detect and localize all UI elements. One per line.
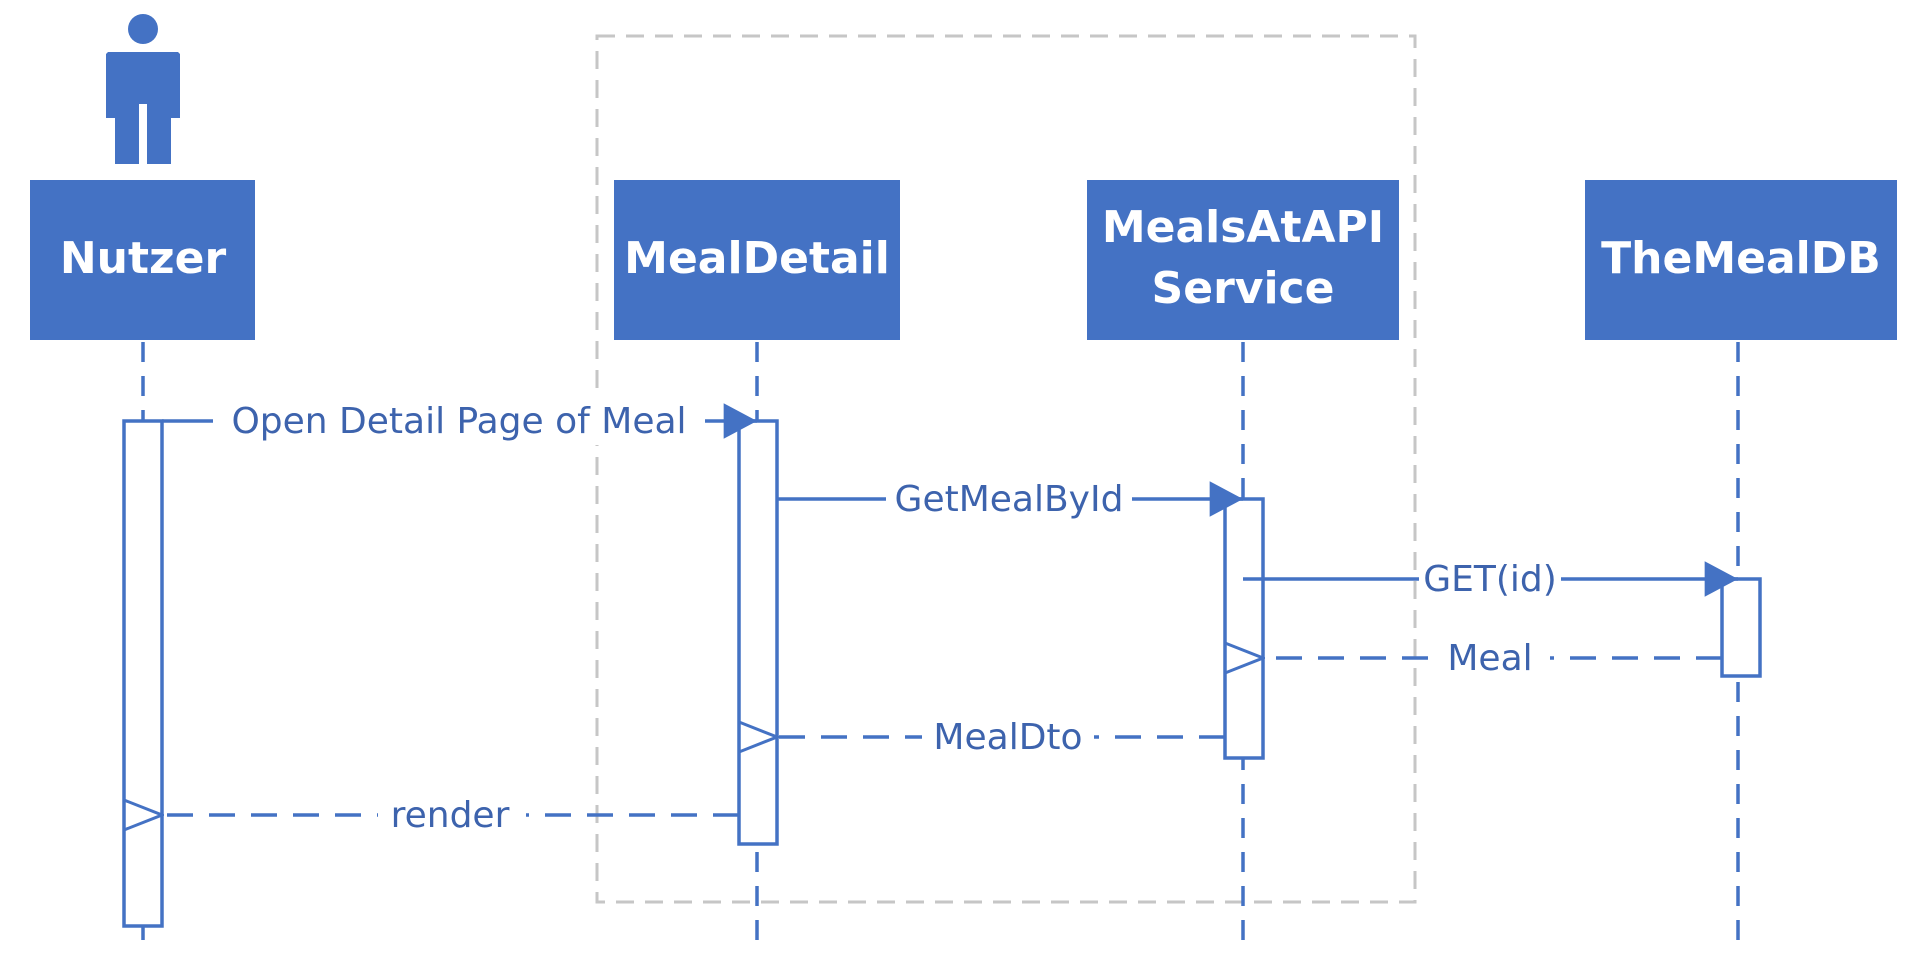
grouping-frame [595,34,1417,904]
label-backdrop [1419,553,1561,603]
message-label-open-detail: Open Detail Page of Meal [231,401,686,442]
label-backdrop [378,790,526,840]
label-backdrop [886,474,1132,524]
person-icon [106,14,180,164]
participant-label-nutzer: Nutzer [60,233,227,284]
message-label-meal-dto: MealDto [933,717,1082,758]
participant-box-nutzer [30,180,255,340]
participant-themealdb: TheMealDB [1585,180,1897,340]
message-render: render [162,790,739,840]
activation-nutzer [122,419,164,928]
activation-mealsatapi-service [1223,497,1265,760]
message-meal-dto: MealDto [777,712,1225,762]
message-label-get-id: GET(id) [1423,559,1557,600]
message-meal: Meal [1263,633,1722,683]
message-get-meal-by-id: GetMealById [777,474,1243,524]
label-backdrop [213,395,705,445]
participant-label-mealsatapi-line1: MealsAtAPI [1102,202,1384,253]
participant-nutzer: Nutzer [30,180,255,340]
activations [122,419,1762,928]
participant-box-themealdb [1585,180,1897,340]
participant-mealsatapi-service: MealsAtAPI Service [1087,180,1399,340]
label-backdrop [1430,633,1550,683]
message-get-id: GET(id) [1243,553,1738,603]
label-backdrop [922,712,1094,762]
message-label-get-meal-by-id: GetMealById [895,479,1124,520]
activation-themealdb [1720,577,1762,678]
participant-box-mealdetail [614,180,900,340]
message-label-render: render [391,795,510,836]
message-open-detail: Open Detail Page of Meal [162,395,757,445]
message-label-meal: Meal [1447,638,1532,679]
participant-label-mealdetail: MealDetail [624,233,890,284]
participant-label-mealsatapi-line2: Service [1152,263,1335,314]
participant-box-mealsatapi-service [1087,180,1399,340]
participant-mealdetail: MealDetail [614,180,900,340]
participant-label-themealdb: TheMealDB [1601,233,1881,284]
activation-mealdetail [737,419,779,846]
